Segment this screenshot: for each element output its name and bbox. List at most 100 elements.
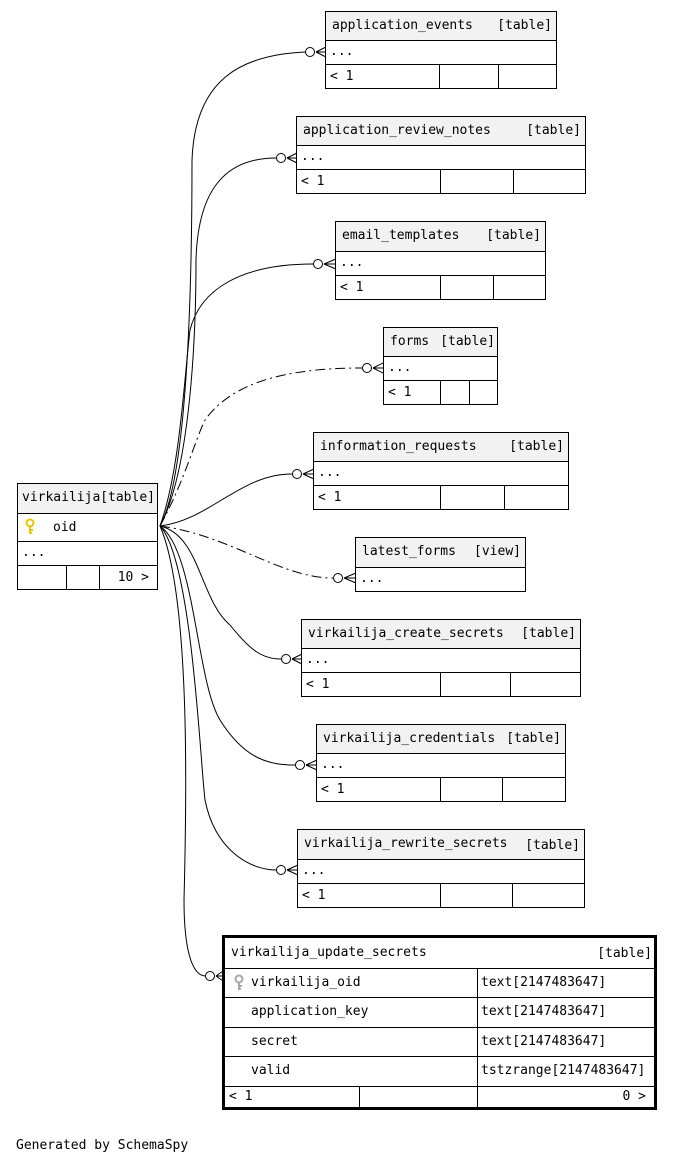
view-latest_forms[interactable]: latest_forms [view] ... — [355, 537, 526, 592]
table-header: virkailija_credentials [table] — [317, 725, 565, 754]
edge-end-circle — [276, 865, 286, 875]
edge-latest_forms — [159, 525, 334, 579]
edge-end-circle — [205, 971, 215, 981]
more-columns: ... — [336, 252, 545, 276]
children-count: 10 > — [117, 570, 149, 585]
parents-count: < 1 — [229, 1089, 253, 1104]
edge-crowfoot — [343, 572, 357, 584]
edge-crowfoot — [305, 759, 318, 771]
column-type: text[2147483647] — [481, 1034, 607, 1049]
primary-key-icon — [25, 518, 35, 534]
column-type: text[2147483647] — [481, 1004, 607, 1019]
table-name: virkailija_credentials — [323, 731, 496, 746]
edge-crowfoot — [302, 468, 315, 480]
more-columns: ... — [298, 860, 584, 884]
more-columns: ... — [18, 542, 157, 566]
edge-end-circle — [362, 363, 372, 373]
table-virkailija_rewrite_secrets[interactable]: virkailija_rewrite_secrets [table] ... <… — [297, 829, 585, 908]
table-name: email_templates — [342, 228, 460, 243]
table-footer: < 1 0 > — [225, 1087, 654, 1107]
table-header: information_requests [table] — [314, 433, 568, 462]
table-header: virkailija_rewrite_secrets [table] — [298, 830, 584, 860]
table-header: application_events [table] — [326, 12, 556, 41]
table-kind: [table] — [597, 946, 652, 961]
table-name: virkailija_update_secrets — [231, 945, 427, 960]
edge-information_requests — [159, 473, 293, 527]
table-name: virkailija_rewrite_secrets — [304, 836, 508, 851]
table-name: virkailija — [22, 490, 101, 505]
column-name: oid — [53, 520, 77, 535]
parents-count: < 1 — [321, 782, 345, 797]
table-footer: < 1 — [317, 778, 565, 801]
table-header: virkailija_create_secrets [table] — [302, 620, 580, 649]
table-footer: < 1 — [298, 884, 584, 907]
table-email_templates[interactable]: email_templates [table] ... < 1 — [335, 221, 546, 300]
table-kind: [table] — [440, 334, 495, 349]
table-header: virkailija [table] — [18, 484, 157, 514]
more-columns: ... — [317, 754, 565, 778]
edge-end-circle — [276, 153, 286, 163]
children-count: 0 > — [622, 1089, 646, 1104]
edge-crowfoot — [215, 970, 224, 982]
table-information_requests[interactable]: information_requests [table] ... < 1 — [313, 432, 569, 510]
table-application_review_notes[interactable]: application_review_notes [table] ... < 1 — [296, 116, 586, 194]
more-columns: ... — [302, 649, 580, 673]
edge-end-circle — [305, 47, 315, 57]
more-columns: ... — [314, 462, 568, 486]
parents-count: < 1 — [301, 174, 325, 189]
edge-virkailija_update_secrets — [159, 525, 206, 977]
table-footer: < 1 — [314, 486, 568, 509]
column-row: oid — [18, 514, 157, 542]
edge-crowfoot — [323, 258, 337, 270]
edge-forms — [159, 367, 363, 527]
column-type: tstzrange[2147483647] — [481, 1063, 646, 1078]
table-virkailija_create_secrets[interactable]: virkailija_create_secrets [table] ... < … — [301, 619, 581, 697]
table-footer: < 1 — [336, 276, 545, 299]
column-name: virkailija_oid — [251, 975, 361, 990]
edge-crowfoot — [372, 362, 384, 374]
edge-end-circle — [295, 760, 305, 770]
table-footer: < 1 — [297, 170, 585, 193]
table-kind: [view] — [474, 544, 521, 559]
table-name: application_review_notes — [303, 123, 491, 138]
edge-application_events — [159, 51, 306, 527]
column-row: virkailija_oid text[2147483647] — [225, 969, 654, 998]
edge-crowfoot — [286, 864, 299, 876]
column-row: application_key text[2147483647] — [225, 998, 654, 1028]
edge-crowfoot — [291, 653, 303, 665]
table-name: information_requests — [320, 439, 477, 454]
parents-count: < 1 — [302, 888, 326, 903]
edge-virkailija_credentials — [159, 525, 296, 766]
parents-count: < 1 — [330, 69, 354, 84]
column-name: valid — [251, 1063, 291, 1078]
table-header: application_review_notes [table] — [297, 117, 585, 146]
table-virkailija[interactable]: virkailija [table] oid ... 10 > — [17, 483, 158, 590]
parents-count: < 1 — [340, 280, 364, 295]
more-columns: ... — [297, 146, 585, 170]
table-header: latest_forms [view] — [356, 538, 525, 568]
table-kind: [table] — [525, 838, 580, 853]
table-virkailija_credentials[interactable]: virkailija_credentials [table] ... < 1 — [316, 724, 566, 802]
table-footer: < 1 — [326, 65, 556, 88]
table-header: virkailija_update_secrets [table] — [225, 938, 654, 969]
table-kind: [table] — [526, 123, 581, 138]
table-virkailija_update_secrets[interactable]: virkailija_update_secrets [table] virkai… — [222, 935, 657, 1110]
table-forms[interactable]: forms [table] ... < 1 — [383, 327, 498, 405]
table-name: latest_forms — [362, 544, 456, 559]
table-footer: 10 > — [18, 566, 157, 589]
table-kind: [table] — [506, 731, 561, 746]
edge-crowfoot — [315, 46, 327, 58]
generated-by-footer: Generated by SchemaSpy — [16, 1138, 189, 1153]
table-name: forms — [390, 334, 430, 349]
edge-application_review_notes — [159, 157, 277, 527]
table-kind: [table] — [509, 439, 564, 454]
table-footer: < 1 — [384, 381, 497, 404]
table-application_events[interactable]: application_events [table] ... < 1 — [325, 11, 557, 89]
table-footer: < 1 — [302, 673, 580, 696]
parents-count: < 1 — [318, 490, 342, 505]
table-kind: [table] — [100, 490, 155, 505]
table-name: application_events — [332, 18, 473, 33]
column-row: valid tstzrange[2147483647] — [225, 1057, 654, 1087]
table-kind: [table] — [486, 228, 541, 243]
